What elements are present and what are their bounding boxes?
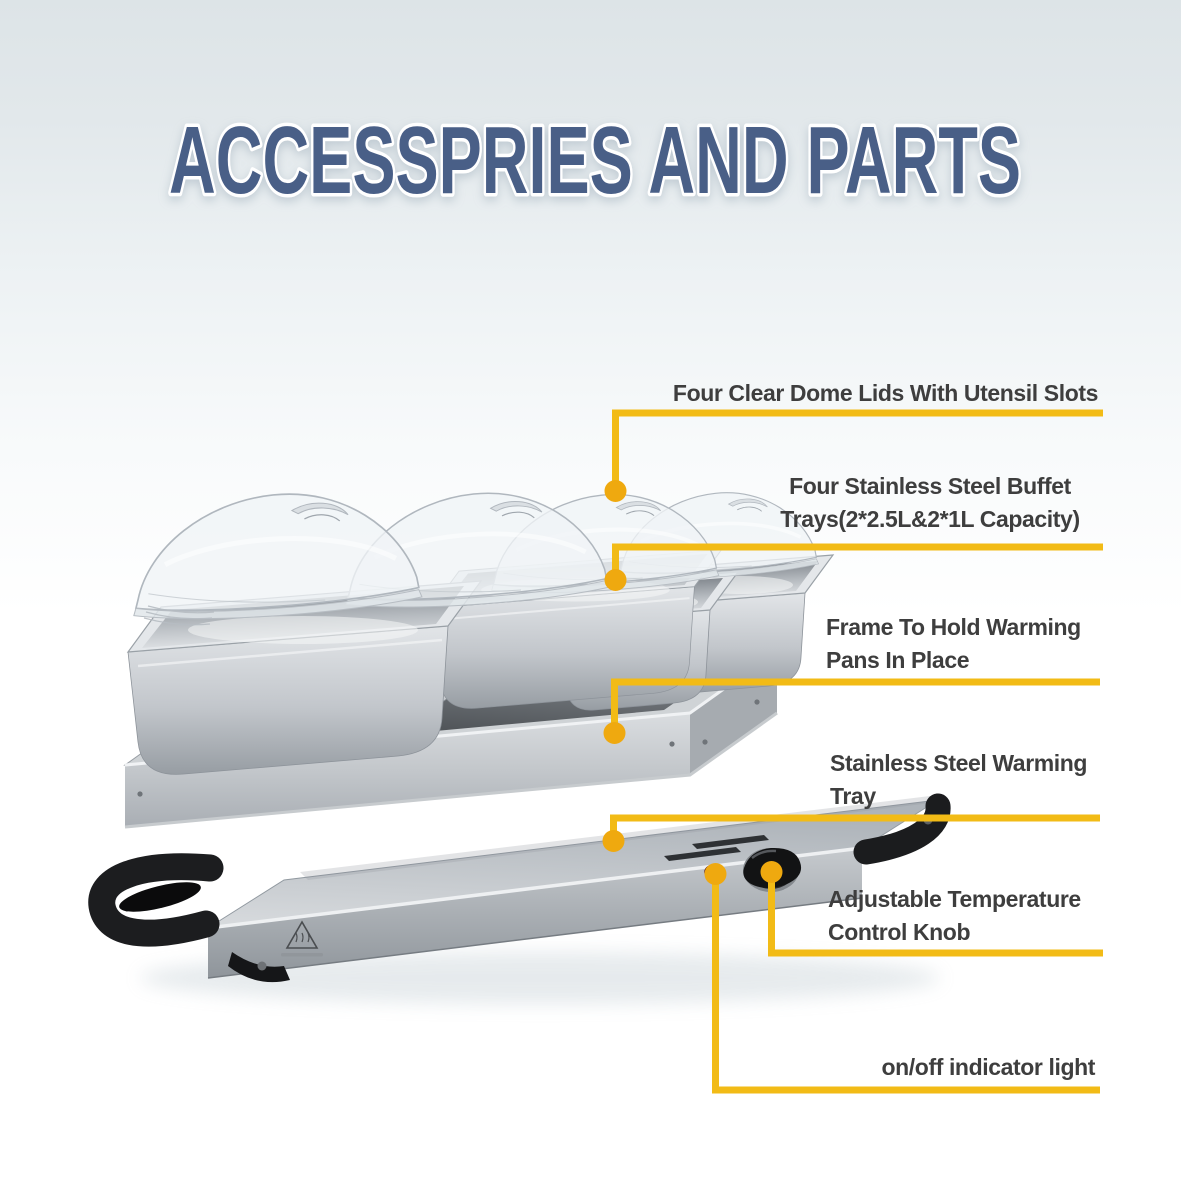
page-title: ACCESSPRIES AND PARTS — [169, 107, 1021, 214]
callout-frame: Frame To Hold Warming Pans In Place — [826, 611, 1081, 677]
callout-temp-knob: Adjustable Temperature Control Knob — [828, 883, 1081, 949]
connector-dot-frame — [603, 722, 626, 744]
hot-surface-warning-icon — [285, 920, 319, 949]
callout-label: Control Knob — [828, 919, 971, 945]
callout-label: on/off indicator light — [881, 1054, 1096, 1080]
connector-line-dome-lids — [612, 409, 1103, 485]
dome-lids-illustration — [134, 490, 821, 626]
floor-shadow — [140, 952, 940, 1004]
connector-line-warming-tray — [610, 814, 1100, 835]
connector-dot-dome-lids — [604, 480, 627, 502]
connector-line-indicator-light — [712, 881, 1100, 1094]
callout-label: Four Stainless Steel Buffet — [789, 473, 1071, 499]
page-title-svg: ACCESSPRIES AND PARTS — [166, 104, 1025, 218]
callout-dome-lids: Four Clear Dome Lids With Utensil Slots — [673, 377, 1098, 410]
callout-buffet-trays: Four Stainless Steel Buffet Trays(2*2.5L… — [744, 470, 1116, 536]
connector-dot-warming-tray — [602, 830, 625, 852]
connector-line-buffet-trays — [612, 543, 1103, 573]
callout-label: Trays(2*2.5L&2*1L Capacity) — [780, 506, 1080, 532]
callout-label: Stainless Steel Warming — [830, 750, 1088, 776]
left-handle — [88, 853, 290, 983]
connector-dot-buffet-trays — [604, 569, 627, 591]
callout-label: Tray — [830, 783, 876, 809]
callout-label: Pans In Place — [826, 647, 970, 673]
connector-dot-indicator-light — [704, 863, 727, 885]
callout-label: Frame To Hold Warming — [826, 614, 1081, 640]
caution-engraving — [281, 953, 323, 957]
connector-line-temp-knob — [768, 879, 1103, 957]
vent-slot — [664, 847, 741, 861]
vent-slot — [692, 835, 769, 849]
dome-lid-1 — [134, 494, 422, 618]
callout-label: Adjustable Temperature — [828, 886, 1081, 912]
callout-warming-tray: Stainless Steel Warming Tray — [830, 747, 1087, 813]
connector-line-frame — [611, 678, 1100, 727]
connector-dot-temp-knob — [760, 861, 783, 883]
callout-indicator-light: on/off indicator light — [882, 1051, 1096, 1084]
callout-label: Four Clear Dome Lids With Utensil Slots — [672, 380, 1098, 406]
